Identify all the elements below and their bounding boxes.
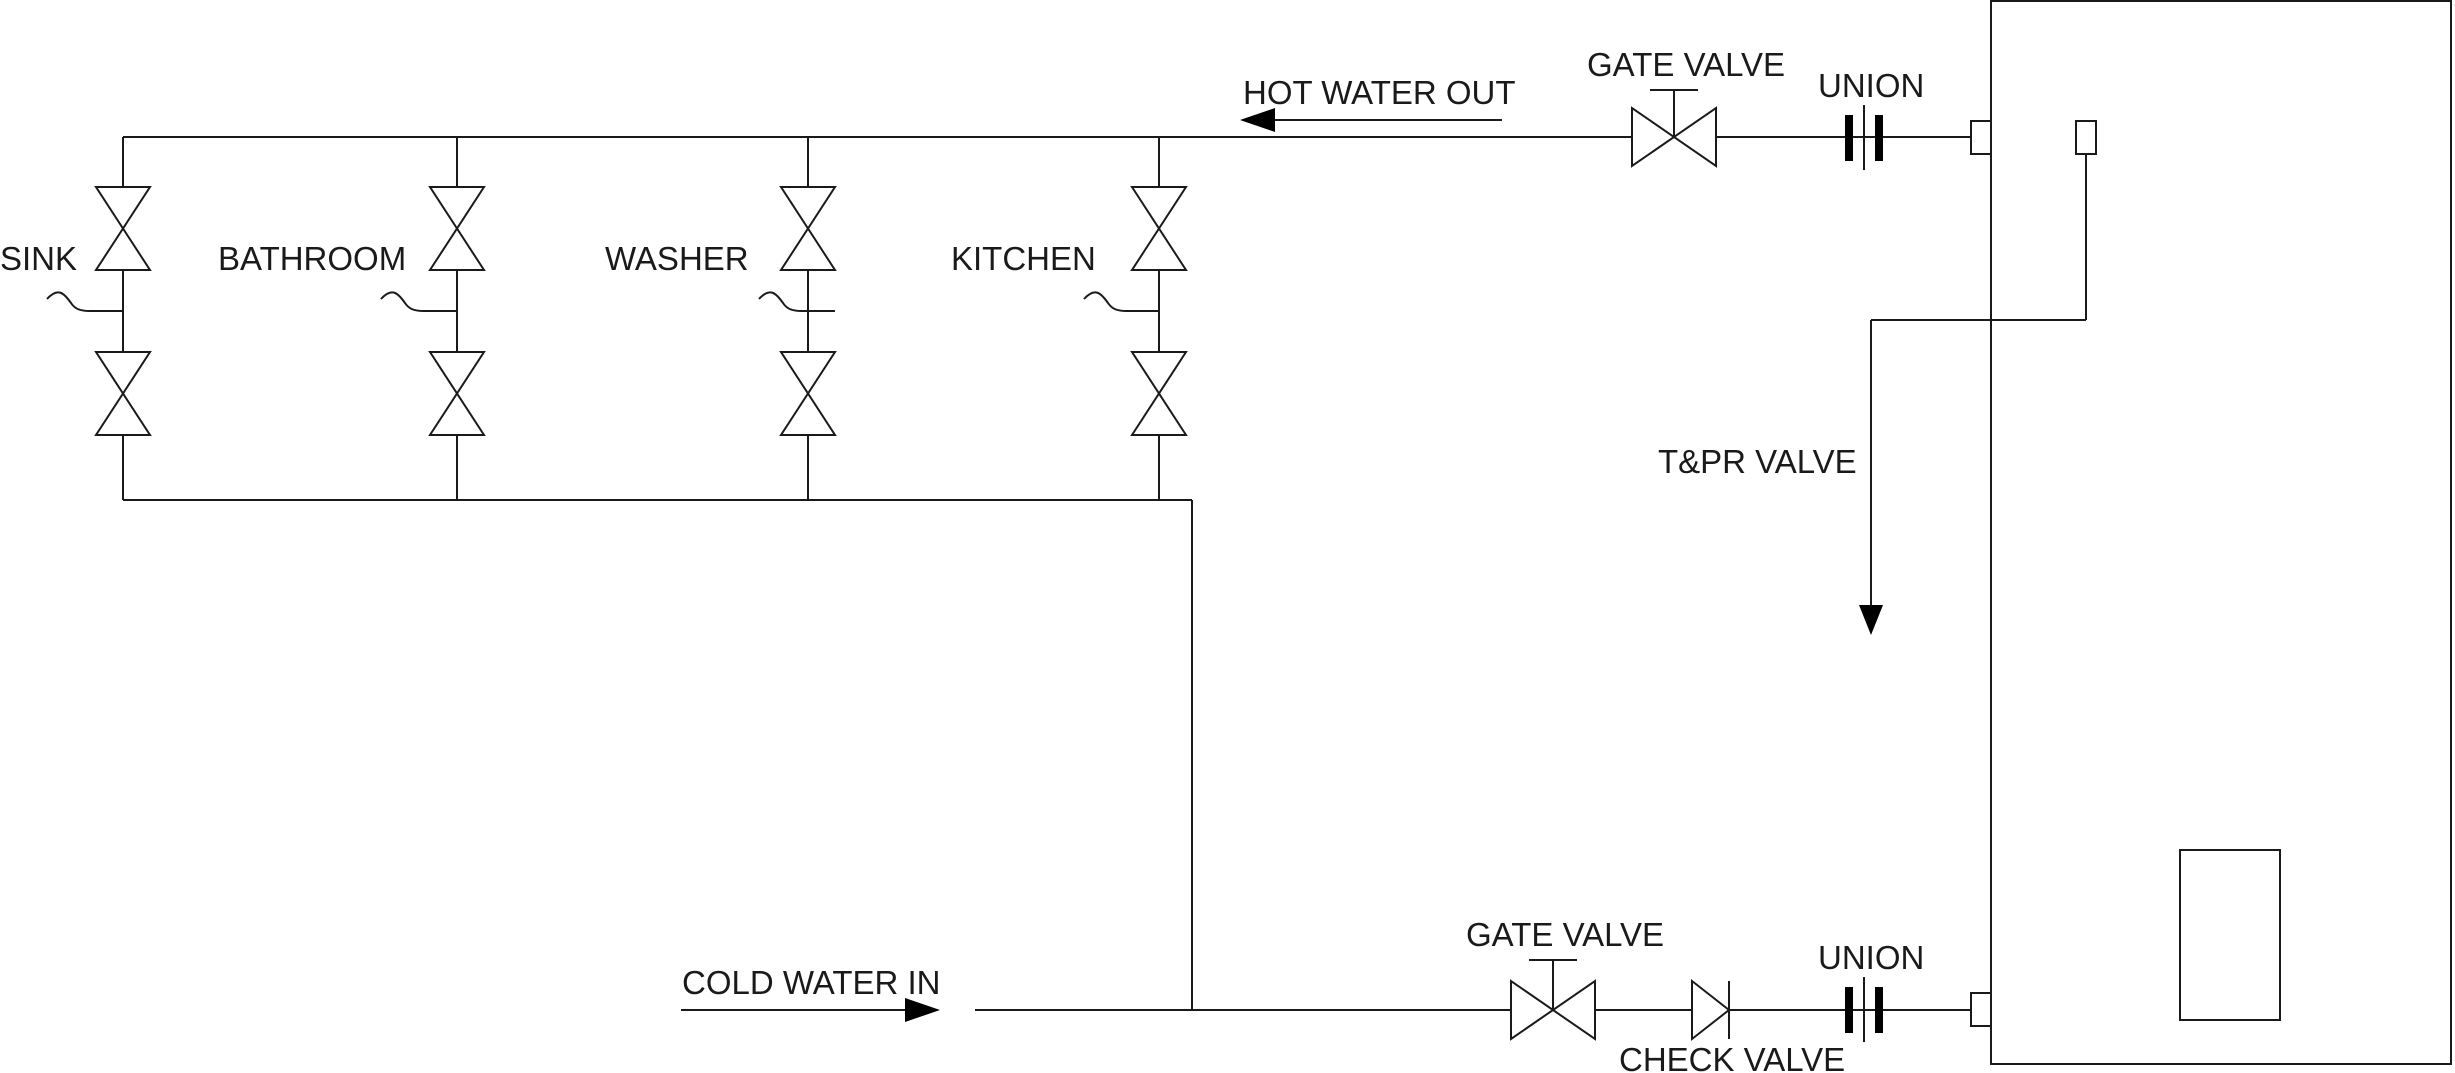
- union-bar-left: [1845, 987, 1853, 1033]
- access-panel: [2179, 849, 2281, 1021]
- gate-valve-cold: [1510, 959, 1596, 1041]
- upper-valve-icon: [428, 186, 486, 271]
- fixture-branch-sink: [46, 137, 152, 500]
- lower-valve-icon: [1130, 351, 1188, 436]
- lower-valve-icon: [94, 351, 152, 436]
- union-cold: [1845, 977, 1883, 1042]
- check-valve: [1691, 978, 1731, 1042]
- gate-valve-hot: [1631, 89, 1717, 168]
- union-hot-label: UNION: [1818, 67, 1924, 104]
- check-valve-label: CHECK VALVE: [1619, 1041, 1845, 1073]
- cold-water-in-label: COLD WATER IN: [682, 964, 941, 1001]
- upper-valve-icon: [1130, 186, 1188, 271]
- drain-hook-icon: [1083, 291, 1159, 312]
- fixture-label-sink: SINK: [0, 240, 77, 277]
- tpr-discharge: [1859, 154, 2087, 635]
- gate-valve-cold-label: GATE VALVE: [1466, 916, 1664, 953]
- union-cold-label: UNION: [1818, 939, 1924, 976]
- lower-valve-icon: [779, 351, 837, 436]
- hot-water-system: [123, 108, 1971, 501]
- drain-hook-icon: [758, 291, 835, 312]
- union-hot: [1845, 105, 1883, 170]
- cold-inlet-port: [1970, 992, 1992, 1027]
- fixture-label-bathroom: BATHROOM: [218, 240, 406, 277]
- drain-hook-icon: [46, 291, 123, 312]
- hot-water-out-arrowhead: [1240, 108, 1275, 132]
- union-bar-right: [1875, 987, 1883, 1033]
- tpr-discharge-arrowhead: [1859, 605, 1883, 635]
- fixture-branch-washer: [758, 137, 837, 500]
- tpr-port: [2075, 120, 2097, 155]
- fixture-label-washer: WASHER: [605, 240, 749, 277]
- drain-hook-icon: [380, 291, 457, 312]
- upper-valve-icon: [779, 186, 837, 271]
- water-heater: [1970, 0, 2452, 1065]
- check-valve-icon: [1691, 978, 1731, 1042]
- upper-valve-icon: [94, 186, 152, 271]
- lower-valve-icon: [428, 351, 486, 436]
- cold-water-system: [681, 499, 1971, 1022]
- labels: HOT WATER OUT GATE VALVE UNION SINK BATH…: [0, 46, 1924, 1073]
- union-bar-left: [1845, 115, 1853, 161]
- fixture-branch-kitchen: [1083, 137, 1188, 500]
- union-bar-right: [1875, 115, 1883, 161]
- fixture-label-kitchen: KITCHEN: [951, 240, 1096, 277]
- fixture-branch-bathroom: [380, 137, 486, 500]
- gate-valve-hot-label: GATE VALVE: [1587, 46, 1785, 83]
- cold-water-in-arrowhead: [905, 998, 940, 1022]
- hot-outlet-port: [1970, 120, 1992, 155]
- hot-water-out-label: HOT WATER OUT: [1243, 74, 1516, 111]
- tpr-valve-label: T&PR VALVE: [1658, 443, 1857, 480]
